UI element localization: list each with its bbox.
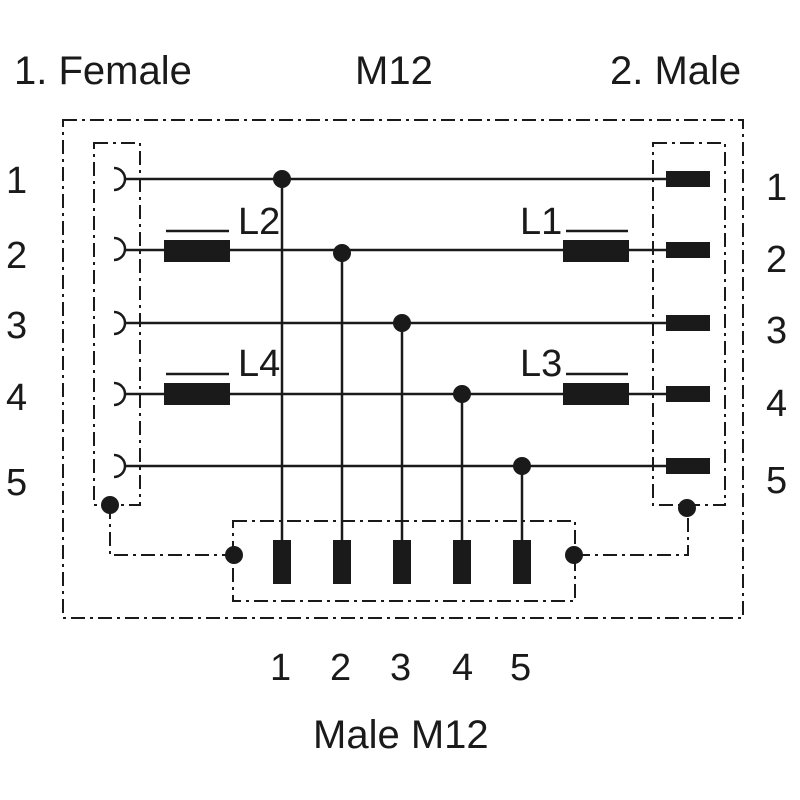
left-pin-label: 5 <box>6 462 27 504</box>
male-pin-contact <box>666 315 710 331</box>
inductor-l2 <box>164 229 230 262</box>
bottom-pin-label: 2 <box>330 647 351 689</box>
left-pin-label: 3 <box>6 305 27 347</box>
bottom-pin-contact <box>513 540 531 584</box>
shield-dot-bottom-left <box>225 546 243 564</box>
bottom-pin-label: 4 <box>452 647 473 689</box>
female-connector-title: 1. Female <box>14 49 192 93</box>
female-socket-contact <box>113 453 127 479</box>
right-pin-label: 4 <box>766 383 787 425</box>
outer-housing-outline <box>62 119 744 619</box>
male-connector-title: 2. Male <box>610 49 741 93</box>
coil-label-l4: L4 <box>238 343 280 385</box>
bottom-connector-title: Male M12 <box>313 713 489 757</box>
bottom-pin-contact <box>393 540 411 584</box>
coil-label-l1: L1 <box>520 201 562 243</box>
right-pin-label: 1 <box>766 167 787 209</box>
m12-title: M12 <box>355 49 433 93</box>
female-socket-contact <box>113 236 127 262</box>
male-pin-contact <box>666 171 710 187</box>
shield-dot-right <box>678 499 696 517</box>
inductor-l1 <box>563 229 629 262</box>
bottom-pin-contact <box>273 540 291 584</box>
junction-dot <box>513 457 531 475</box>
bottom-pin-label: 3 <box>390 647 411 689</box>
right-pin-label: 2 <box>766 239 787 281</box>
bottom-pin-contact <box>453 540 471 584</box>
female-socket-contact <box>113 166 127 192</box>
male-pin-contact <box>666 458 710 474</box>
female-socket-contact <box>113 381 127 407</box>
left-pin-label: 1 <box>6 160 27 202</box>
junction-dot <box>393 314 411 332</box>
left-shield-path <box>109 505 232 556</box>
junction-dot <box>273 170 291 188</box>
inductor-l3 <box>563 372 629 405</box>
left-pin-label: 4 <box>6 377 27 419</box>
junction-dot <box>453 385 471 403</box>
male-pin-contact <box>666 386 710 402</box>
coil-label-l3: L3 <box>520 343 562 385</box>
inductor-l4 <box>164 372 230 405</box>
left-pin-label: 2 <box>6 235 27 277</box>
right-shield-path <box>576 508 689 556</box>
shield-dot-bottom-right <box>565 546 583 564</box>
bottom-pin-contact <box>333 540 351 584</box>
bottom-pin-label: 1 <box>270 647 291 689</box>
male-pin-contact <box>666 242 710 258</box>
right-pin-label: 5 <box>766 460 787 502</box>
right-pin-label: 3 <box>766 310 787 352</box>
female-socket-contact <box>113 310 127 336</box>
coil-label-l2: L2 <box>238 201 280 243</box>
junction-dot <box>333 244 351 262</box>
bottom-pin-label: 5 <box>510 647 531 689</box>
shield-dot-left <box>101 496 119 514</box>
